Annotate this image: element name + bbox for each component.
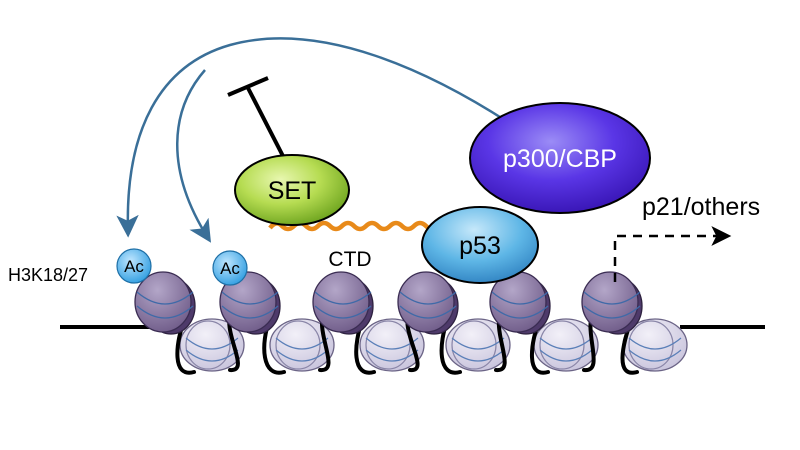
nucleosome-upper-3	[312, 271, 374, 335]
nucleosome-upper-body	[219, 271, 277, 333]
nucleosome-lower-rim	[451, 320, 497, 370]
nucleosome-upper-body	[581, 271, 639, 333]
nucleosome-upper-dna-wrap	[314, 291, 372, 305]
nucleosome-upper-5	[489, 271, 551, 335]
nucleosome-upper-6	[581, 271, 643, 335]
nucleosome-upper-dna-wrap	[583, 291, 641, 305]
nucleosome-upper-dna-wrap	[399, 305, 457, 319]
nucleosome-upper-2	[219, 271, 281, 335]
transcription-arrow	[613, 226, 732, 282]
nucleosome-lower-dna-wrap	[539, 349, 593, 362]
nucleosome-lower-dna-wrap	[628, 337, 682, 350]
nucleosome-lower-dna-wrap	[451, 349, 505, 362]
nucleosome-lower-body	[533, 318, 599, 372]
nucleosome-array	[134, 271, 688, 375]
nucleosome-lower-body	[179, 318, 245, 372]
nucleosome-lower-rim	[628, 320, 674, 370]
nucleosome-upper-dna-wrap	[491, 305, 549, 319]
p53-label: p53	[459, 232, 501, 260]
nucleosome-upper-1	[134, 271, 196, 335]
p53-protein	[421, 206, 539, 284]
nucleosome-upper-body	[312, 271, 370, 333]
nucleosome-upper-4	[397, 271, 459, 335]
nucleosome-lower-dna-wrap	[365, 337, 419, 350]
nucleosome-lower-5	[533, 318, 599, 372]
acetylation-arrow-2	[176, 69, 212, 243]
nucleosome-upper-dna-wrap	[221, 305, 279, 319]
p300-cbp-label: p300/CBP	[503, 145, 617, 173]
acetylation-arrow-1	[116, 37, 521, 238]
nucleosome-lower-dna-wrap	[185, 349, 239, 362]
nucleosome-lower-rim	[275, 320, 321, 370]
nucleosome-lower-dna-wrap	[275, 349, 329, 362]
nucleosome-upper-dna-wrap	[314, 305, 372, 319]
nucleosome-upper-dna-wrap	[221, 291, 279, 305]
nucleosome-upper-dna-wrap	[491, 291, 549, 305]
nucleosome-lower-rim	[539, 320, 585, 370]
nucleosome-upper-dna-wrap	[136, 291, 194, 305]
acetyl-mark-1	[116, 248, 152, 284]
set-label: SET	[268, 177, 317, 205]
nucleosome-upper-dna-wrap	[583, 305, 641, 319]
ctd-label: CTD	[328, 248, 371, 271]
nucleosome-lower-1	[179, 318, 245, 372]
nucleosome-lower-body	[445, 318, 511, 372]
nucleosome-upper-dna-wrap	[399, 291, 457, 305]
nucleosome-upper-dna-wrap	[136, 305, 194, 319]
nucleosome-upper-body	[397, 271, 455, 333]
acetyl-mark-2	[212, 250, 248, 286]
nucleosome-upper-body	[134, 271, 192, 333]
p300-cbp-protein	[469, 102, 651, 214]
nucleosome-lower-rim	[365, 320, 411, 370]
linker-dna	[175, 308, 639, 375]
acetyl-mark-2-label: Ac	[220, 259, 240, 278]
nucleosome-lower-rim	[185, 320, 231, 370]
acetyl-mark-1-label: Ac	[124, 257, 144, 276]
set-protein	[234, 154, 350, 226]
target-gene-label: p21/others	[642, 193, 760, 221]
set-inhibition-bar	[227, 76, 269, 97]
nucleosome-lower-dna-wrap	[628, 349, 682, 362]
set-inhibition-line	[246, 87, 287, 161]
histone-mark-label: H3K18/27	[8, 265, 88, 285]
nucleosome-lower-dna-wrap	[539, 337, 593, 350]
nucleosome-lower-body	[269, 318, 335, 372]
